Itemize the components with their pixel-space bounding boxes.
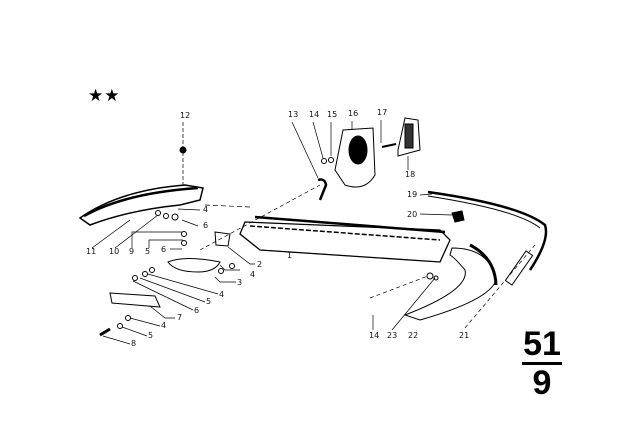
part-label-5: 5: [148, 331, 154, 340]
part-label-4: 4: [250, 270, 256, 279]
part-label-16: 16: [348, 109, 359, 118]
part-label-6: 6: [161, 245, 167, 254]
part-label-9: 9: [129, 247, 135, 256]
bumper-bar: [239, 221, 451, 263]
part-label-8: 8: [131, 339, 137, 348]
bumper-corner-left: [78, 184, 204, 226]
part-label-17: 17: [377, 108, 388, 117]
part-label-4: 4: [161, 321, 167, 330]
part-label-20: 20: [407, 210, 418, 219]
part-label-5: 5: [145, 247, 151, 256]
rubber-strip: [427, 190, 548, 271]
part-label-3: 3: [237, 278, 243, 287]
part-label-23: 23: [387, 331, 398, 340]
part-label-5: 5: [206, 297, 212, 306]
part-label-4: 4: [219, 290, 225, 299]
part-label-7: 7: [177, 313, 183, 322]
part-label-19: 19: [407, 190, 418, 199]
part-label-13: 13: [288, 110, 299, 119]
part-label-2: 2: [257, 260, 263, 269]
part-label-6: 6: [194, 306, 200, 315]
part-label-21: 21: [459, 331, 470, 340]
part-label-22: 22: [408, 331, 419, 340]
part-label-14: 14: [309, 110, 320, 119]
part-label-1: 1: [287, 251, 293, 260]
part-label-15: 15: [327, 110, 338, 119]
divider: [522, 362, 562, 365]
part-label-10: 10: [109, 247, 120, 256]
part-label-4: 4: [203, 205, 209, 214]
part-label-12: 12: [180, 111, 191, 120]
part-label-18: 18: [405, 170, 416, 179]
group-number-badge: 51 9: [520, 326, 564, 401]
part-label-11: 11: [86, 247, 97, 256]
sub-number: 9: [532, 364, 552, 402]
part-label-14: 14: [369, 331, 380, 340]
part-label-6: 6: [203, 221, 209, 230]
stars-marker: ★★: [88, 86, 121, 106]
group-number: 51: [523, 325, 561, 363]
